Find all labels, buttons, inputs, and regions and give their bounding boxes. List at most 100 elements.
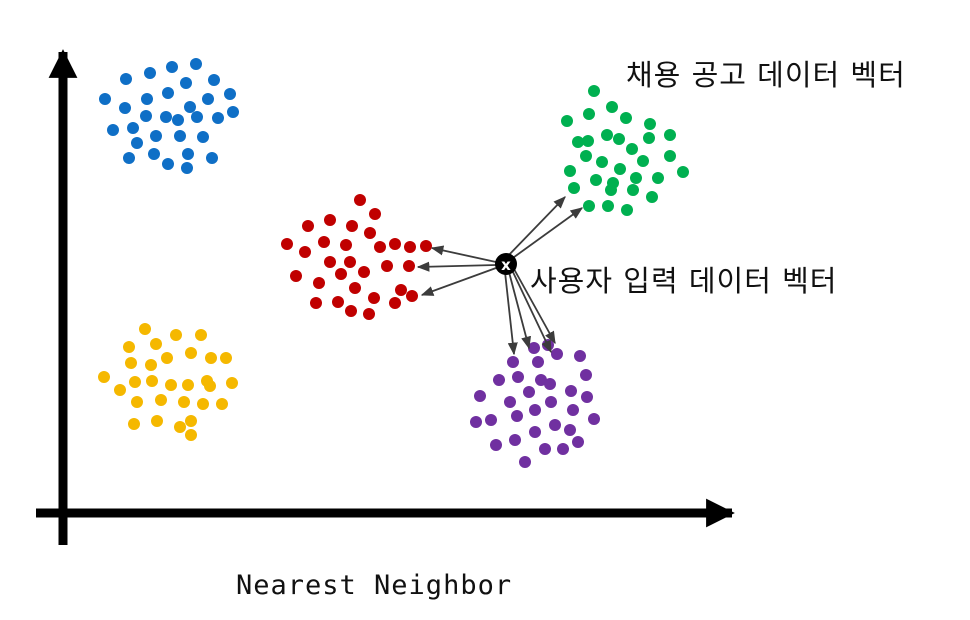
- purple-point: [493, 374, 505, 386]
- blue-point: [182, 148, 194, 160]
- yellow-point: [226, 377, 238, 389]
- blue-point: [197, 131, 209, 143]
- yellow-point: [123, 341, 135, 353]
- diagram-caption: Nearest Neighbor: [236, 570, 513, 601]
- green-point: [620, 112, 632, 124]
- purple-point: [523, 386, 535, 398]
- purple-point: [564, 424, 576, 436]
- yellow-point: [139, 323, 151, 335]
- blue-point: [172, 114, 184, 126]
- purple-point: [485, 414, 497, 426]
- yellow-point: [195, 329, 207, 341]
- red-point: [420, 240, 432, 252]
- green-point: [614, 163, 626, 175]
- blue-point: [206, 152, 218, 164]
- green-point: [605, 184, 617, 196]
- red-point: [324, 256, 336, 268]
- red-point: [381, 260, 393, 272]
- yellow-point: [205, 352, 217, 364]
- yellow-point: [165, 379, 177, 391]
- purple-point: [567, 404, 579, 416]
- red-point: [406, 290, 418, 302]
- red-point: [404, 241, 416, 253]
- purple-point: [572, 436, 584, 448]
- blue-point: [144, 67, 156, 79]
- blue-point: [140, 110, 152, 122]
- green-point: [627, 184, 639, 196]
- green-point: [602, 200, 614, 212]
- yellow-point: [216, 398, 228, 410]
- purple-point: [511, 410, 523, 422]
- neighbor-arrow: [505, 196, 566, 259]
- blue-point: [119, 102, 131, 114]
- purple-point: [565, 385, 577, 397]
- yellow-point: [125, 357, 137, 369]
- green-point: [561, 115, 573, 127]
- green-point: [601, 129, 613, 141]
- yellow-point: [146, 375, 158, 387]
- red-point: [340, 239, 352, 251]
- green-point: [643, 132, 655, 144]
- blue-point: [227, 106, 239, 118]
- yellow-point: [129, 376, 141, 388]
- green-point: [637, 155, 649, 167]
- blue-point: [148, 148, 160, 160]
- blue-point: [212, 112, 224, 124]
- green-point: [613, 133, 625, 145]
- yellow-point: [151, 415, 163, 427]
- green-point: [664, 129, 676, 141]
- job-vectors-label: 채용 공고 데이터 벡터: [626, 58, 906, 92]
- blue-point: [127, 122, 139, 134]
- green-cluster: [561, 85, 689, 216]
- yellow-point: [197, 398, 209, 410]
- yellow-point: [98, 371, 110, 383]
- purple-point: [529, 404, 541, 416]
- red-point: [324, 214, 336, 226]
- blue-point: [202, 93, 214, 105]
- red-point: [318, 236, 330, 248]
- purple-point: [545, 396, 557, 408]
- green-point: [621, 204, 633, 216]
- neighbor-arrow: [416, 261, 497, 272]
- clusters: [98, 58, 689, 468]
- neighbor-arrow: [420, 267, 497, 296]
- neighbor-arrow: [511, 269, 552, 354]
- red-point: [344, 256, 356, 268]
- purple-point: [557, 443, 569, 455]
- green-point: [583, 108, 595, 120]
- yellow-point: [161, 352, 173, 364]
- blue-point: [174, 130, 186, 142]
- blue-cluster: [99, 58, 239, 174]
- yellow-point: [220, 352, 232, 364]
- yellow-point: [178, 396, 190, 408]
- yellow-point: [185, 347, 197, 359]
- red-point: [302, 220, 314, 232]
- neighbor-arrow: [513, 268, 556, 345]
- yellow-point: [155, 394, 167, 406]
- blue-point: [181, 162, 193, 174]
- green-point: [646, 191, 658, 203]
- red-point: [374, 241, 386, 253]
- purple-point: [532, 356, 544, 368]
- yellow-point: [182, 379, 194, 391]
- purple-point: [588, 413, 600, 425]
- purple-point: [581, 391, 593, 403]
- red-point: [299, 246, 311, 258]
- purple-point: [551, 348, 563, 360]
- blue-point: [224, 88, 236, 100]
- red-point: [358, 266, 370, 278]
- blue-point: [131, 137, 143, 149]
- red-point: [403, 260, 415, 272]
- red-point: [364, 227, 376, 239]
- red-point: [310, 297, 322, 309]
- red-point: [313, 277, 325, 289]
- neighbor-arrows: [416, 196, 584, 356]
- red-point: [349, 282, 361, 294]
- purple-point: [509, 434, 521, 446]
- neighbor-arrow: [430, 245, 497, 263]
- blue-point: [107, 124, 119, 136]
- red-cluster: [281, 194, 432, 320]
- purple-point: [512, 371, 524, 383]
- green-point: [644, 118, 656, 130]
- yellow-point: [145, 359, 157, 371]
